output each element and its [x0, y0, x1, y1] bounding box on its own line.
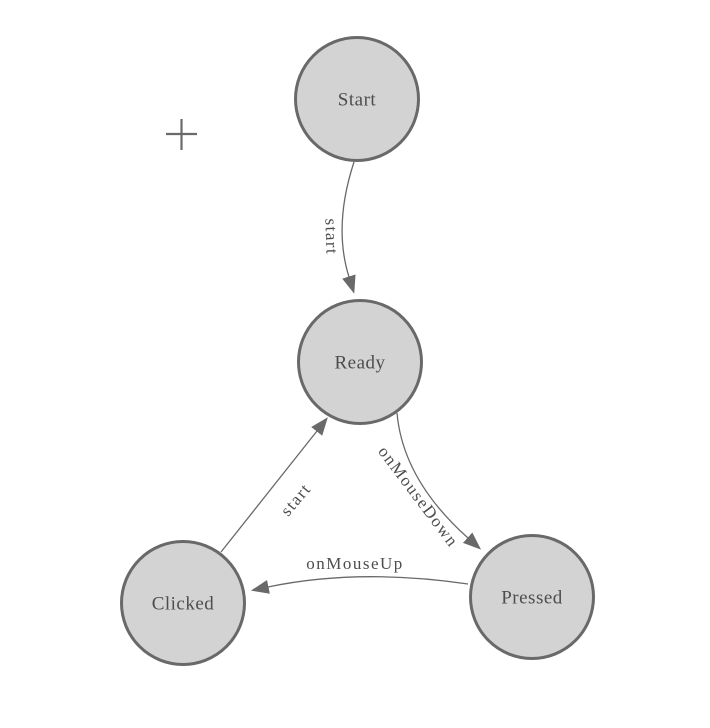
- state-node-start-label: Start: [338, 90, 377, 111]
- transition-pressed-to-clicked[interactable]: [250, 576, 469, 594]
- crosshair-cursor-icon: [166, 119, 197, 150]
- state-node-clicked-label: Clicked: [152, 594, 215, 615]
- state-node-clicked-circle[interactable]: [120, 540, 246, 666]
- transition-ready-to-pressed[interactable]: [396, 412, 482, 550]
- state-node-clicked[interactable]: Clicked: [120, 540, 246, 666]
- state-node-ready-circle[interactable]: [297, 299, 423, 425]
- state-node-pressed-circle[interactable]: [469, 534, 595, 660]
- state-node-ready-label: Ready: [334, 353, 385, 374]
- state-node-pressed-label: Pressed: [501, 588, 563, 609]
- state-node-start[interactable]: Start: [294, 36, 420, 162]
- transition-label-clicked-to-ready: start: [277, 479, 315, 519]
- transition-clicked-to-ready[interactable]: [220, 417, 328, 553]
- state-node-pressed[interactable]: Pressed: [469, 534, 595, 660]
- transition-start-to-ready[interactable]: [341, 161, 356, 294]
- state-node-start-circle[interactable]: [294, 36, 420, 162]
- transition-label-start-to-ready: start: [321, 218, 341, 255]
- transition-label-pressed-to-clicked: onMouseUp: [306, 554, 404, 573]
- state-node-ready[interactable]: Ready: [297, 299, 423, 425]
- transition-label-ready-to-pressed: onMouseDown: [374, 443, 462, 551]
- transitions-layer: [220, 161, 482, 594]
